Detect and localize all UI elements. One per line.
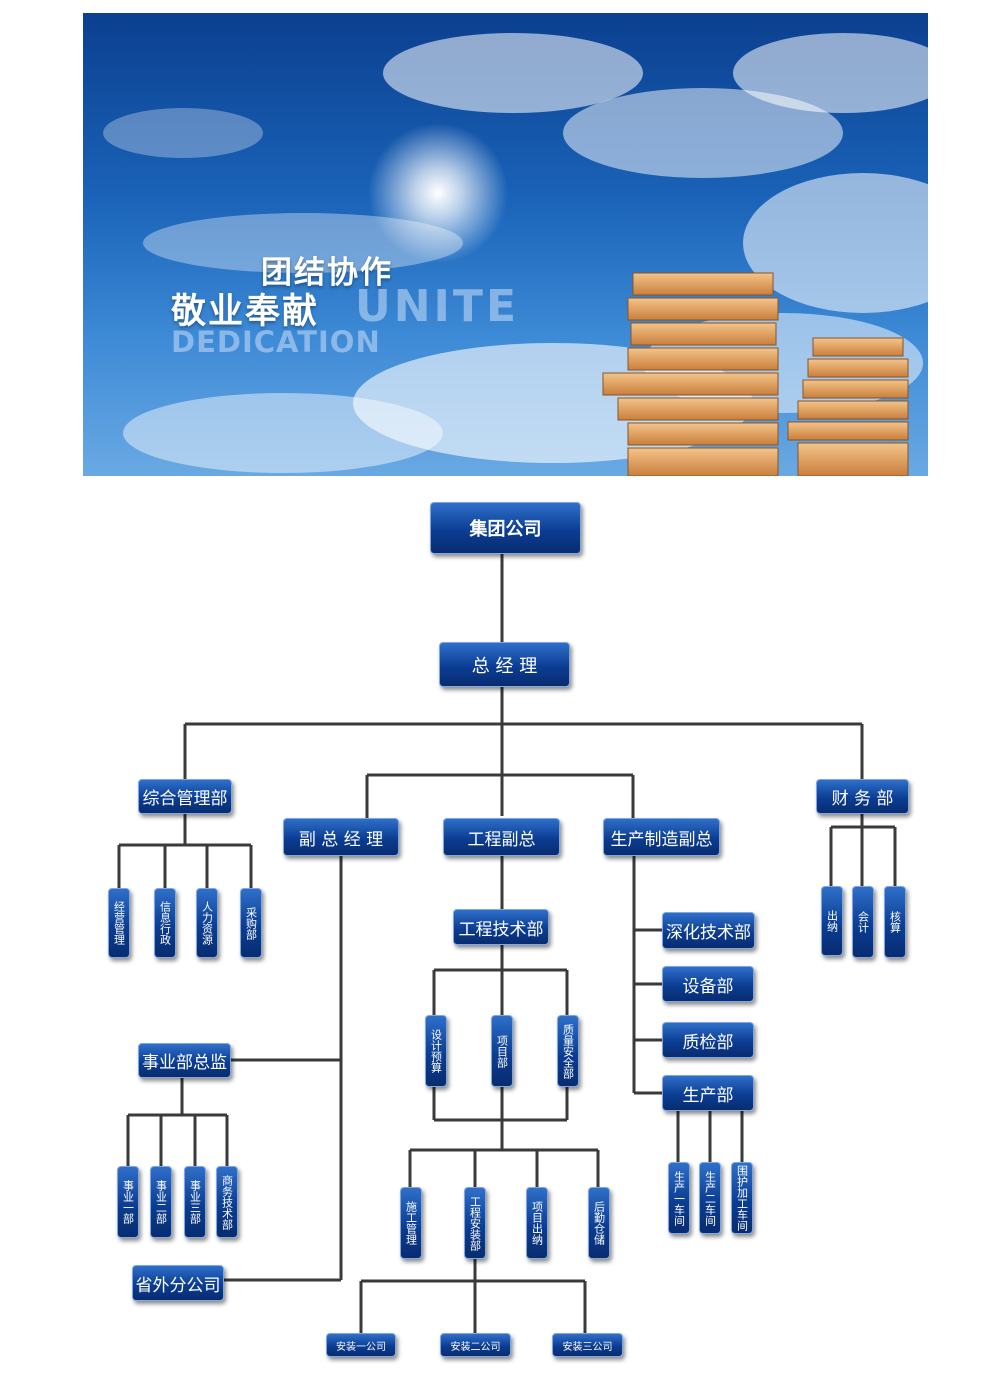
admin-dept-node: 综合管理部 bbox=[138, 779, 232, 814]
admin-sub-purchasing: 采购部 bbox=[240, 888, 262, 958]
biz-sub-3: 事业三部 bbox=[184, 1166, 206, 1238]
finance-sub-audit: 核算 bbox=[884, 886, 906, 958]
mfg-production-dept: 生产部 bbox=[662, 1075, 754, 1111]
mfg-detail-tech-dept: 深化技术部 bbox=[662, 912, 755, 949]
english-slogan-2: DEDICATION bbox=[171, 325, 381, 359]
mfg-qc-dept: 质检部 bbox=[662, 1022, 754, 1058]
eng-sub-installation-dept: 工程安装部 bbox=[464, 1187, 486, 1259]
eng-tech-sub-quality-safety: 质量安全部 bbox=[557, 1015, 579, 1087]
header-banner: 团结协作 敬业奉献 UNITE DEDICATION bbox=[83, 13, 928, 476]
workshop-enclosure: 围护加工车间 bbox=[731, 1162, 753, 1234]
admin-sub-business-mgmt: 经营管理 bbox=[108, 888, 130, 958]
eng-sub-project-cashier: 项目出纳 bbox=[526, 1187, 548, 1259]
admin-sub-hr: 人力资源 bbox=[196, 888, 218, 958]
deputy-gm-node: 副 总 经 理 bbox=[283, 818, 399, 856]
finance-sub-accounting: 会计 bbox=[852, 886, 874, 958]
biz-sub-1: 事业一部 bbox=[117, 1166, 139, 1238]
workshop-1: 生产一车间 bbox=[668, 1162, 690, 1234]
eng-tech-dept-node: 工程技术部 bbox=[453, 909, 549, 945]
workshop-2: 生产二车间 bbox=[699, 1162, 721, 1234]
install-company-2: 安装二公司 bbox=[440, 1333, 511, 1357]
finance-dept-node: 财 务 部 bbox=[816, 779, 909, 814]
engineering-vp-node: 工程副总 bbox=[443, 818, 560, 856]
eng-sub-logistics: 后勤仓储 bbox=[588, 1187, 610, 1259]
manufacturing-vp-node: 生产制造副总 bbox=[603, 818, 720, 856]
sky-and-blocks-image bbox=[103, 33, 928, 476]
slogan-line-1: 团结协作 bbox=[261, 255, 393, 291]
english-slogan-1: UNITE bbox=[355, 281, 519, 332]
finance-sub-cashier: 出纳 bbox=[821, 886, 843, 956]
out-of-province-branch: 省外分公司 bbox=[132, 1265, 224, 1301]
eng-tech-sub-design-budget: 设计预算 bbox=[425, 1015, 447, 1087]
eng-tech-sub-project: 项目部 bbox=[491, 1015, 513, 1087]
eng-sub-construction-mgmt: 施工管理 bbox=[400, 1187, 422, 1259]
install-company-3: 安装三公司 bbox=[552, 1333, 623, 1357]
biz-director-node: 事业部总监 bbox=[138, 1043, 231, 1078]
general-manager-node: 总 经 理 bbox=[439, 642, 570, 687]
group-company-node: 集团公司 bbox=[430, 502, 581, 554]
mfg-equipment-dept: 设备部 bbox=[662, 966, 754, 1002]
biz-sub-commercial-tech: 商务技术部 bbox=[216, 1166, 238, 1238]
slogan-line-2: 敬业奉献 bbox=[171, 291, 320, 332]
biz-sub-2: 事业二部 bbox=[150, 1166, 172, 1238]
install-company-1: 安装一公司 bbox=[326, 1333, 396, 1357]
admin-sub-info-admin: 信息行政 bbox=[154, 888, 176, 958]
